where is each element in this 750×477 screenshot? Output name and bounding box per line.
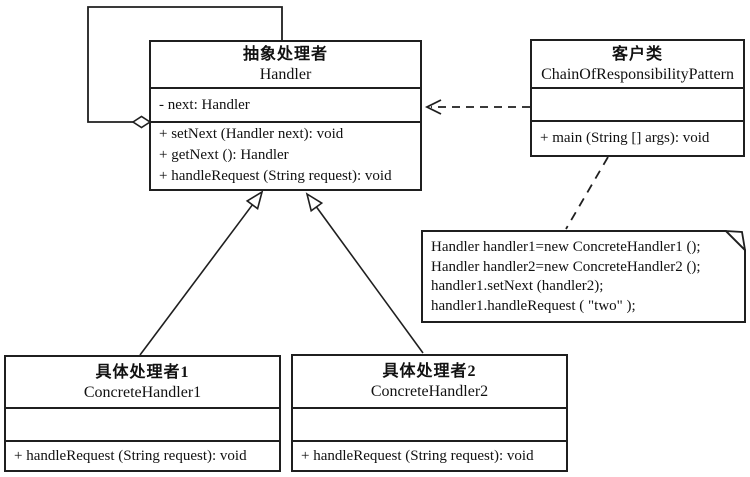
- class-title-zh: 具体处理者1: [95, 363, 190, 381]
- class-title: 具体处理者1 ConcreteHandler1: [6, 357, 279, 407]
- note-code-line: handler1.setNext (handler2);: [431, 278, 604, 294]
- methods-compartment: + handleRequest (String request): void: [6, 440, 279, 470]
- class-client: 客户类 ChainOfResponsibilityPattern + main …: [530, 39, 745, 157]
- method-item: + handleRequest (String request): void: [14, 447, 247, 464]
- method-item: + getNext (): Handler: [159, 147, 289, 163]
- method-item: + setNext (Handler next): void: [159, 126, 344, 142]
- class-title-zh: 抽象处理者: [242, 46, 328, 63]
- class-title-zh: 具体处理者2: [382, 363, 477, 380]
- hollow-triangle-arrowhead-icon: [245, 190, 264, 211]
- attributes-compartment: [6, 407, 279, 440]
- attributes-compartment: - next: Handler: [151, 87, 420, 121]
- attributes-compartment: [293, 407, 566, 440]
- class-title-en: ConcreteHandler2: [370, 383, 489, 400]
- aggregation-diamond-icon: [131, 115, 152, 129]
- method-item: + handleRequest (String request): void: [301, 447, 534, 464]
- methods-compartment: + handleRequest (String request): void: [293, 440, 566, 470]
- attributes-compartment: [532, 87, 743, 120]
- class-title: 具体处理者2 ConcreteHandler2: [293, 356, 566, 407]
- dependency-arrow-client-to-handler: [424, 99, 530, 115]
- note-code-line: Handler handler1=new ConcreteHandler1 ()…: [431, 239, 701, 255]
- note-code-line: Handler handler2=new ConcreteHandler2 ()…: [431, 258, 701, 275]
- class-handler: 抽象处理者 Handler - next: Handler + setNext …: [149, 40, 422, 191]
- methods-compartment: + setNext (Handler next): void + getNext…: [151, 121, 420, 189]
- note-fold-corner-icon: [723, 230, 746, 253]
- class-title-en: ConcreteHandler1: [83, 383, 202, 401]
- note-anchor-line: [565, 156, 609, 230]
- methods-compartment: + main (String [] args): void: [532, 120, 743, 155]
- class-title-zh: 客户类: [611, 45, 663, 63]
- note-code-line: handler1.handleRequest ( "two" );: [431, 297, 636, 314]
- note-code-lines: Handler handler1=new ConcreteHandler1 ()…: [431, 238, 720, 316]
- note-outline: [421, 230, 746, 323]
- class-title-en: ChainOfResponsibilityPattern: [541, 65, 734, 83]
- generalization-arrow-concrete1: [139, 190, 264, 356]
- class-title: 客户类 ChainOfResponsibilityPattern: [532, 41, 743, 87]
- attribute-item: - next: Handler: [159, 96, 250, 113]
- method-item: + main (String [] args): void: [540, 130, 710, 146]
- class-concrete-handler1: 具体处理者1 ConcreteHandler1 + handleRequest …: [4, 355, 281, 472]
- method-item: + handleRequest (String request): void: [159, 168, 392, 184]
- class-title-en: Handler: [259, 66, 312, 83]
- open-arrowhead-icon: [424, 99, 442, 115]
- class-title: 抽象处理者 Handler: [151, 42, 420, 87]
- class-concrete-handler2: 具体处理者2 ConcreteHandler2 + handleRequest …: [291, 354, 568, 472]
- generalization-arrow-concrete2: [305, 192, 424, 354]
- hollow-triangle-arrowhead-icon: [305, 192, 324, 213]
- uml-note: Handler handler1=new ConcreteHandler1 ()…: [421, 230, 746, 323]
